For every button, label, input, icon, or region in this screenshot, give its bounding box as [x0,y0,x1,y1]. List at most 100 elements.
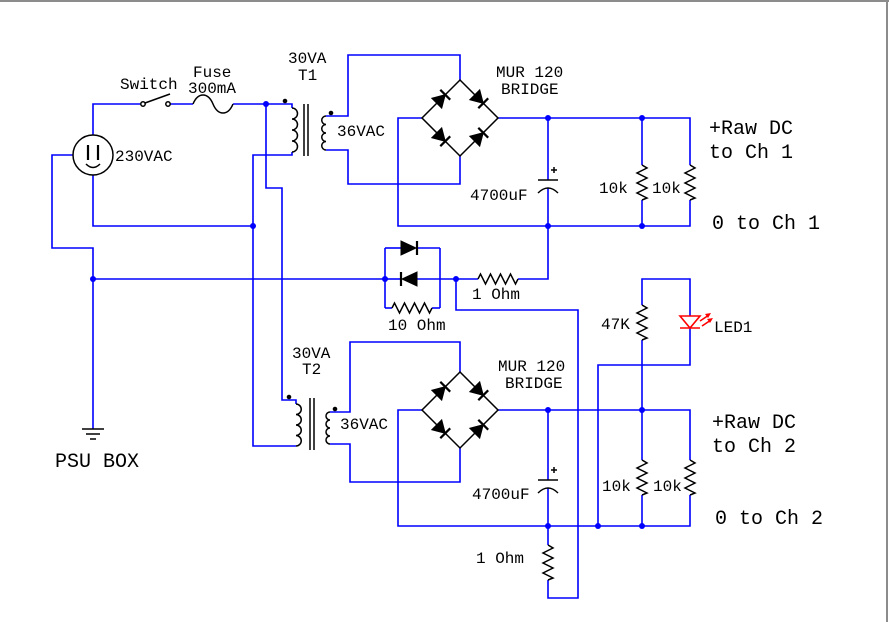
transformer-t1 [282,98,334,156]
led-indicator [678,313,713,330]
wire-t1-secondary-bottom [326,149,461,185]
resistor-ch1-bleeder-left [635,164,649,201]
ch1-bleeder-right-label: 10k [652,180,681,198]
bridge-diode [468,419,489,440]
junction-dot [639,115,645,121]
ch2-bleeder-right-label: 10k [653,478,682,496]
t1-secondary-polarity-dot [328,110,334,116]
ch2-bridge-type-label: BRIDGE [505,375,563,393]
t2-secondary-coil [325,411,331,445]
wire-earth-inlet [51,154,94,429]
indicator-led-label: LED1 [714,319,752,337]
diode-triangle [430,126,446,142]
bridge-diode [430,126,451,147]
t1-primary-polarity-dot [282,98,288,104]
bridge-diode [430,381,451,402]
diode-cathode-bar [477,97,489,109]
ch2-positive-output-label: +Raw DC [712,412,796,435]
junction-dot [453,276,459,282]
ch1-bleeder-left-label: 10k [599,180,628,198]
wires [51,54,691,599]
diode-triangle [468,424,484,440]
t2-secondary-label: 36VAC [340,416,388,434]
ch1-positive-output-label-line2: to Ch 1 [709,142,793,165]
diode-cathode-bar [477,127,489,139]
wire-indicator-led-return [597,328,691,526]
wire-ch1-cap-to-1ohm [518,188,549,280]
ch1-bridge-type-label: BRIDGE [501,81,559,99]
junction-dot [545,407,551,413]
bridge-outline [420,370,500,450]
ch2-ground-resistor-label: 1 Ohm [476,550,524,568]
transformer-t2 [286,394,338,450]
mains-inlet-socket [72,134,114,176]
inlet-earth-pin [85,163,101,169]
ch1-bridge-part-label: MUR 120 [496,64,563,82]
diode-triangle [430,386,446,402]
resistor-ch2-ground-1ohm [541,544,555,581]
bridge-rectifier-1 [420,78,500,158]
ch1-capacitor-label: 4700uF [470,187,528,205]
diode-triangle [468,380,484,396]
wire-ch2-ground-return [455,279,579,599]
capacitor-plus-sign [551,467,557,473]
capacitor-plate-negative [537,487,559,494]
ground-lift-resistor-label: 10 Ohm [388,317,446,335]
inlet-body [72,134,114,176]
inlet-voltage-label: 230VAC [115,148,173,166]
wire-ch2-negative-rail [397,409,691,527]
junction-dot [382,276,388,282]
wire-fuse-to-t1-primary [233,103,293,108]
labels: Switch Fuse 300mA 230VAC PSU BOX 30VA T1… [55,50,823,568]
resistor-ground-lift-10ohm [391,301,433,315]
junction-dot [545,223,551,229]
ch1-positive-output-label: +Raw DC [709,118,793,141]
wire-t1-secondary-top [326,54,461,117]
switch-label: Switch [120,76,178,94]
diode-triangle [430,418,446,434]
wire-neutral-primaries [252,152,296,447]
ch1-ground-resistor-label: 1 Ohm [472,286,520,304]
t1-secondary-label: 36VAC [337,123,385,141]
diode-cathode-bar [439,381,451,393]
wire-ch2-positive-rail [498,409,691,460]
indicator-resistor-label: 47K [601,316,630,334]
t1-rating-label: 30VA [288,50,327,68]
switch-contact-left [140,101,146,107]
diode-cathode-bar [439,427,451,439]
chassis-ground-symbol [82,428,104,440]
t2-primary-polarity-dot [286,394,292,400]
junction-dot [90,276,96,282]
diode-cathode-bar [477,419,489,431]
junction-dot [595,523,601,529]
enclosure-ground-label: PSU BOX [55,451,139,474]
capacitor-plus-sign [551,167,557,173]
ch2-capacitor-label: 4700uF [472,486,530,504]
bridge-diode [430,418,451,439]
wire-live-inlet-to-switch [92,103,141,135]
led-triangle [678,315,702,330]
wire-t2-secondary-bottom [330,443,461,483]
diode-triangle [400,240,418,256]
diode-cathode-bar [477,389,489,401]
ground-lift-diode-bottom [399,271,418,287]
resistor-indicator-47k [635,304,649,341]
diode-triangle [468,88,484,104]
t1-name-label: T1 [298,67,317,85]
capacitor-ch1 [537,167,559,194]
bridge-diode [468,88,489,109]
junction-dot [263,101,269,107]
fuse-rating-label: 300mA [188,80,236,98]
ch1-ground-output-label: 0 to Ch 1 [712,213,820,236]
fuse-label: Fuse [193,64,231,82]
resistor-ch2-bleeder-right [683,459,697,496]
resistor-ch2-bleeder-left [635,459,649,496]
bridge-diode [468,127,489,148]
wire-t2-secondary-top [330,341,461,413]
junction-dot [250,223,256,229]
junction-dot [639,407,645,413]
t1-secondary-coil [321,115,327,151]
wire-neutral-inlet [92,175,253,227]
fuse-symbol [192,94,234,114]
